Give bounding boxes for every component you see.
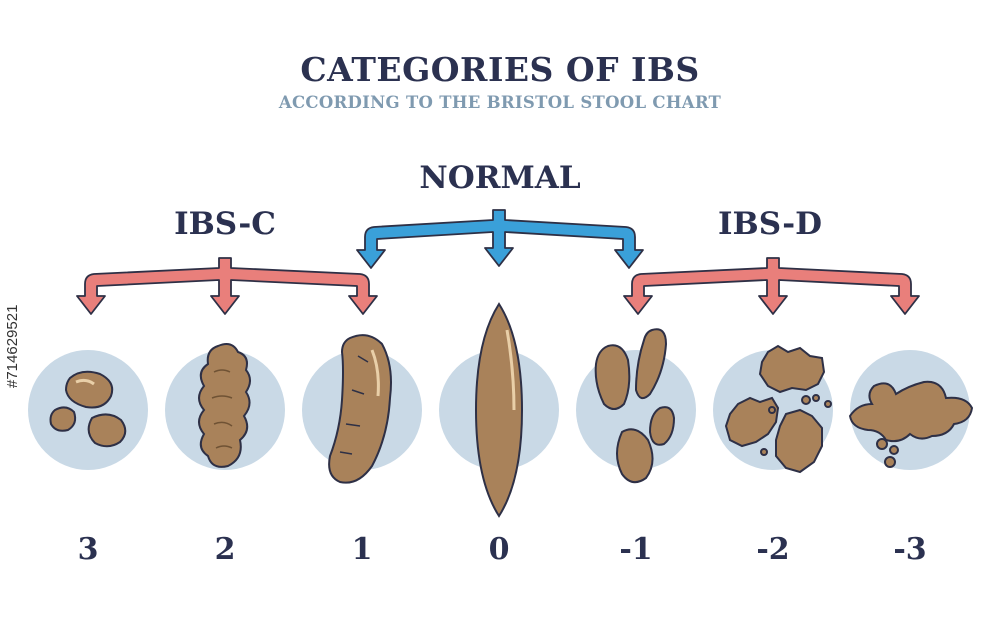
normal-label: NORMAL [419, 160, 581, 196]
stock-id: #714629521 [4, 304, 21, 388]
ibs-d-arrow [623, 257, 920, 315]
cracked-sausage-icon [328, 334, 392, 484]
scale-label-2: 2 [214, 532, 236, 567]
page-title: CATEGORIES OF IBS [300, 50, 700, 89]
hard-lumps-icon [49, 370, 127, 448]
page-subtitle: ACCORDING TO THE BRISTOL STOOL CHART [278, 93, 722, 112]
lumpy-sausage-icon [198, 343, 251, 468]
ibs-d-label: IBS-D [718, 206, 822, 242]
scale-label-1: 1 [351, 532, 373, 567]
scale-label-0: 0 [488, 532, 510, 567]
liquid-icon [848, 380, 974, 468]
scale-label-m3: -3 [893, 532, 927, 567]
ibs-c-arrow [76, 257, 378, 315]
smooth-sausage-icon [474, 302, 524, 518]
ibs-c-label: IBS-C [174, 206, 276, 242]
scale-label-m1: -1 [619, 532, 653, 567]
scale-label-m2: -2 [756, 532, 790, 567]
normal-arrow [356, 209, 644, 269]
circle-3 [28, 350, 148, 470]
mushy-pieces-icon [724, 344, 832, 474]
scale-label-3: 3 [77, 532, 99, 567]
soft-blobs-icon [594, 328, 676, 484]
